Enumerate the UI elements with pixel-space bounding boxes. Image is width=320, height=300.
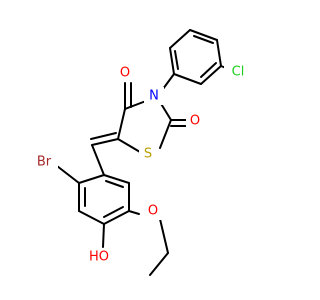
chlorophenyl-ring — [169, 29, 222, 85]
nitrogen-label: N — [149, 89, 159, 104]
exocyclic-double-bond-2 — [90, 132, 117, 140]
carbonyl-oxygen-label: O — [120, 66, 130, 81]
c-oh-bond — [102, 223, 105, 248]
c-o-ether-bond — [128, 210, 140, 215]
molecule-diagram: O N O S Cl Br HO O — [30, 29, 254, 276]
atom-labels: O N O S Cl Br HO O — [30, 63, 254, 266]
o-ch2-bond — [159, 218, 169, 254]
bromophenyl-ring — [78, 174, 130, 225]
vinyl-aryl-bond — [91, 144, 105, 176]
hydroxyl-label: HO — [89, 250, 109, 265]
sulfur-label: S — [144, 147, 152, 162]
carbonyl-oxygen-label-2: O — [190, 114, 200, 129]
ch2-ch3-bond — [149, 252, 169, 276]
bromine-label: Br — [37, 155, 52, 170]
chlorine-label: Cl — [232, 65, 245, 80]
ether-oxygen-label: O — [148, 204, 158, 219]
structure-drawing: O N O S Cl Br HO O — [30, 29, 254, 276]
exocyclic-double-bond — [91, 138, 119, 146]
c-br-bond — [56, 165, 80, 184]
